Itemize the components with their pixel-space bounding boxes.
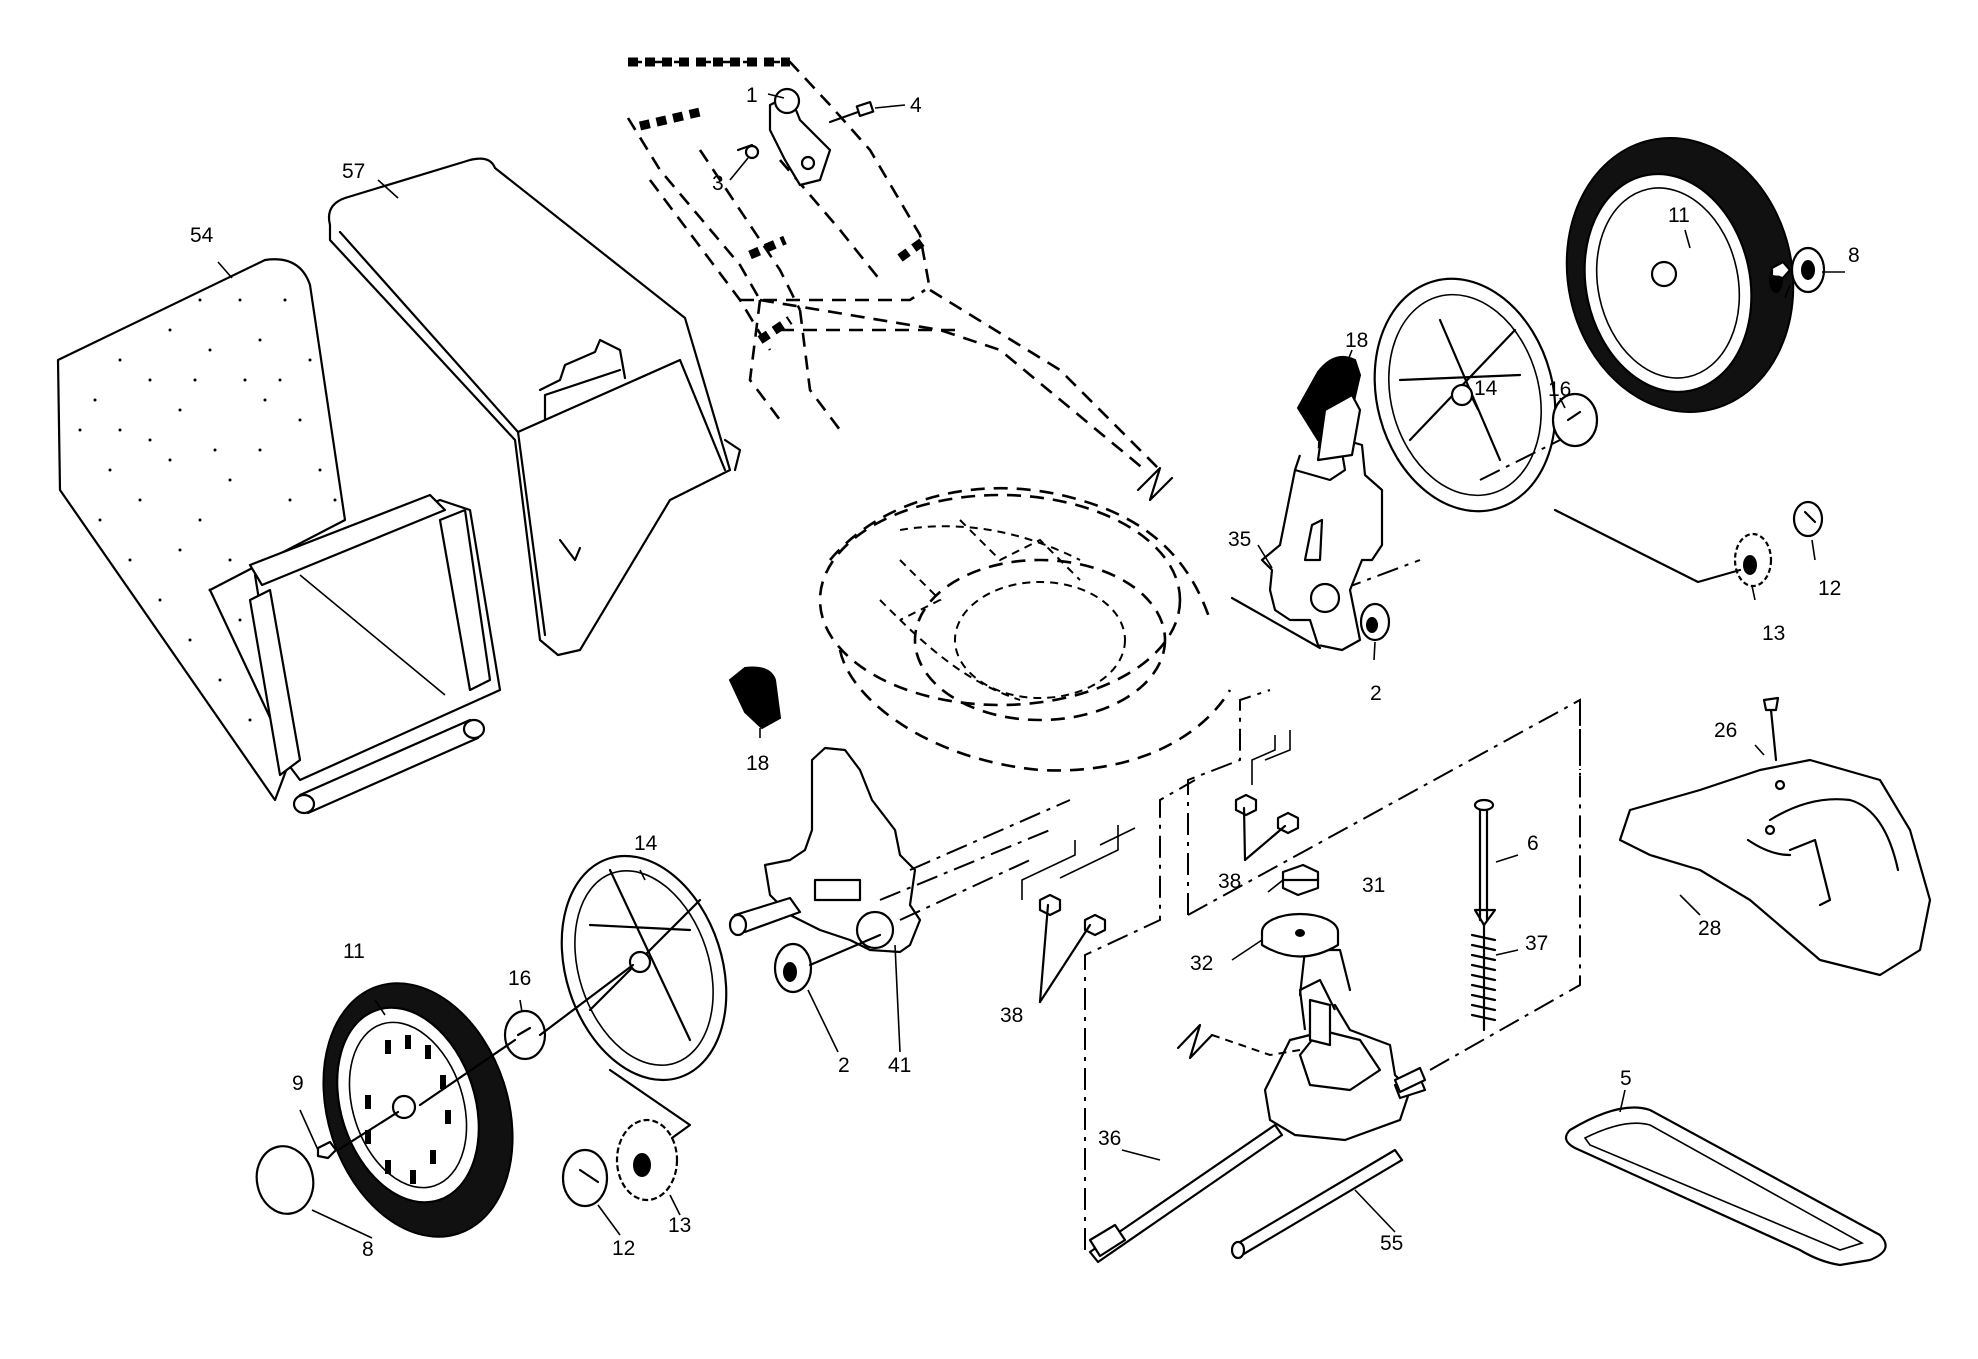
grass-bag bbox=[56, 258, 502, 815]
front-left-wheel bbox=[322, 982, 514, 1238]
callout-4: 4 bbox=[910, 94, 922, 117]
callout-14: 14 bbox=[1474, 377, 1498, 400]
callout-54: 54 bbox=[190, 224, 214, 247]
height-adjuster-bracket-left bbox=[728, 746, 1071, 967]
callout-8: 8 bbox=[362, 1238, 374, 1261]
callout-32: 32 bbox=[1190, 952, 1213, 975]
callout-35: 35 bbox=[1228, 528, 1251, 551]
leader-lines bbox=[217, 93, 1845, 1239]
callout-55: 55 bbox=[1380, 1232, 1403, 1255]
height-adjuster-bracket-right bbox=[1230, 393, 1384, 652]
callout-6: 6 bbox=[1527, 832, 1539, 855]
transmission-shaft bbox=[1088, 1066, 1427, 1264]
right-axle-line bbox=[1339, 439, 1561, 591]
deck-cover bbox=[1618, 696, 1932, 977]
transmission-boundary bbox=[1084, 689, 1581, 1250]
rear-right-gear bbox=[1553, 508, 1773, 588]
rear-right-washer bbox=[1551, 392, 1599, 448]
callout-41: 41 bbox=[888, 1054, 911, 1077]
shift-rod bbox=[1473, 798, 1497, 927]
callout-26: 26 bbox=[1714, 719, 1737, 742]
callout-9: 9 bbox=[292, 1072, 304, 1095]
bearing-right bbox=[1359, 602, 1391, 642]
callout-12: 12 bbox=[612, 1237, 635, 1260]
callout-38: 38 bbox=[1218, 870, 1241, 893]
callout-37: 37 bbox=[1525, 932, 1548, 955]
callout-57: 57 bbox=[342, 160, 365, 183]
front-left-e-ring bbox=[561, 1148, 609, 1208]
callout-36: 36 bbox=[1098, 1127, 1121, 1150]
spring bbox=[1470, 923, 1497, 1032]
rear-right-wheel bbox=[1565, 137, 1795, 413]
axle-rod bbox=[1230, 1148, 1404, 1260]
callout-31: 31 bbox=[1362, 874, 1385, 897]
callout-18: 18 bbox=[1345, 329, 1368, 352]
callout-12: 12 bbox=[1818, 577, 1841, 600]
pulley-nut bbox=[1281, 863, 1320, 897]
bag-frame bbox=[327, 157, 742, 657]
callout-2: 2 bbox=[838, 1054, 850, 1077]
callout-5: 5 bbox=[1620, 1067, 1632, 1090]
nuts-38 bbox=[1021, 730, 1300, 1004]
front-left-hubcap bbox=[255, 1110, 400, 1215]
callout-8: 8 bbox=[1848, 244, 1860, 267]
callout-16: 16 bbox=[508, 967, 531, 990]
front-left-wheel-hub bbox=[538, 854, 728, 1082]
front-left-gear bbox=[608, 1068, 692, 1202]
callout-18: 18 bbox=[746, 752, 769, 775]
bearing-left bbox=[773, 942, 813, 994]
drive-belt bbox=[1564, 1106, 1887, 1267]
rear-right-wheel-hub bbox=[1373, 277, 1557, 513]
rear-right-e-ring bbox=[1792, 500, 1824, 538]
height-adjuster-grip-left bbox=[728, 666, 782, 730]
callout-11: 11 bbox=[343, 940, 365, 963]
callout-16: 16 bbox=[1548, 378, 1571, 401]
callout-3: 3 bbox=[712, 172, 724, 195]
mower-deck bbox=[818, 487, 1232, 772]
zigzag-break-lower bbox=[1176, 1023, 1301, 1060]
callout-1: 1 bbox=[746, 84, 758, 107]
callout-labels: 1 4 3 57 54 11 9 8 18 14 16 35 12 13 2 2… bbox=[190, 84, 1860, 1261]
callout-13: 13 bbox=[1762, 622, 1785, 645]
callout-9: 9 bbox=[1772, 272, 1784, 295]
transmission bbox=[1263, 948, 1427, 1142]
callout-38: 38 bbox=[1000, 1004, 1023, 1027]
front-left-washer bbox=[418, 1009, 547, 1107]
callout-2: 2 bbox=[1370, 682, 1382, 705]
handle-bracket bbox=[736, 87, 875, 187]
callout-11: 11 bbox=[1668, 204, 1690, 227]
callout-14: 14 bbox=[634, 832, 658, 855]
rear-right-hubcap bbox=[1770, 246, 1826, 294]
pulley bbox=[1260, 912, 1340, 958]
callout-13: 13 bbox=[668, 1214, 691, 1237]
callout-28: 28 bbox=[1698, 917, 1721, 940]
handle-assembly bbox=[626, 57, 1174, 502]
